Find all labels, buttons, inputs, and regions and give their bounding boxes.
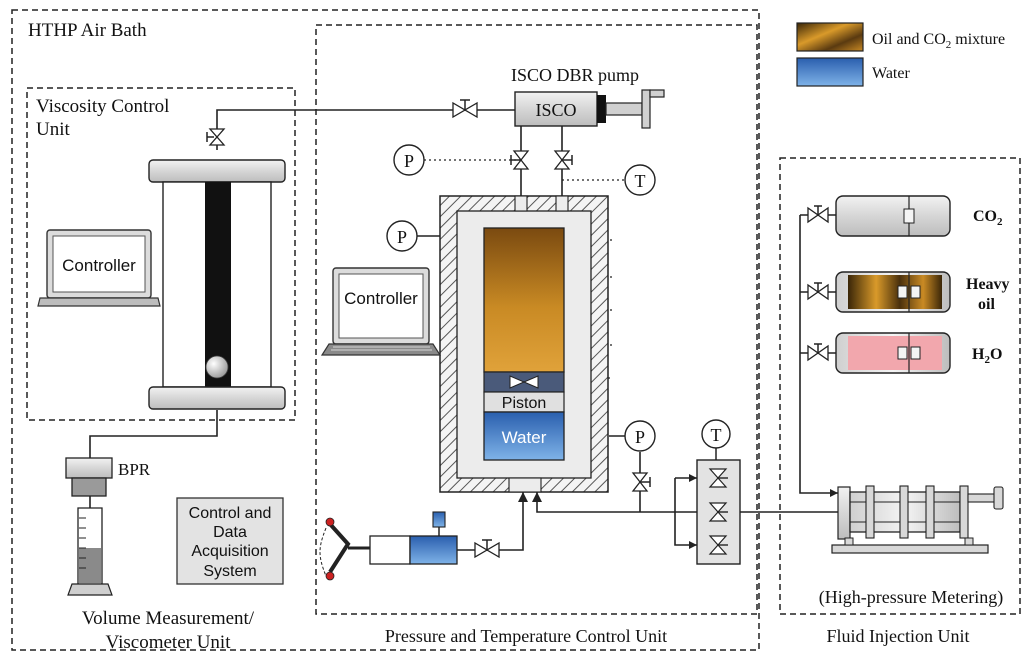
high-pressure-cell <box>439 195 609 493</box>
legend-oil-swatch <box>796 22 864 52</box>
controller-left-label: Controller <box>62 256 136 275</box>
co2-cylinder <box>835 195 951 237</box>
svg-text:T: T <box>711 425 722 445</box>
svg-text:P: P <box>635 427 645 447</box>
bpr-label: BPR <box>118 460 151 479</box>
pressure-temperature-unit-boundary <box>315 24 758 615</box>
volume-unit-title-line2: Viscometer Unit <box>106 632 232 653</box>
piston-label: Piston <box>502 395 546 412</box>
metering-label: (High-pressure Metering) <box>819 587 1003 608</box>
legend-oil-label: Oil and CO2 mixture <box>872 31 1005 51</box>
pressure-gauge-top: P <box>393 144 425 176</box>
cdas-line1: Control and <box>189 505 272 522</box>
manual-hand-pump <box>319 511 458 581</box>
pressure-gauge-right: P <box>624 420 656 452</box>
valve-isco-right <box>553 150 573 170</box>
valve-manifold <box>696 459 741 565</box>
heavy-oil-cylinder <box>835 271 951 313</box>
svg-text:T: T <box>635 171 646 191</box>
manifold-arrow-1 <box>689 474 697 482</box>
water-column <box>483 411 565 461</box>
arrow-up-right <box>532 492 542 502</box>
controller-center-label: Controller <box>344 289 418 308</box>
heavy-oil-label-line1: Heavy <box>966 276 1010 293</box>
valve-right-gauge <box>631 472 651 492</box>
control-data-acquisition-box <box>176 497 284 585</box>
piping <box>89 109 838 551</box>
valve-heavy-oil <box>807 282 829 301</box>
falling-ball <box>205 355 229 379</box>
fluid-unit-title: Fluid Injection Unit <box>827 626 970 646</box>
legend-water-label: Water <box>872 65 910 82</box>
legend-water-swatch <box>796 57 864 87</box>
falling-ball-viscometer <box>148 159 286 410</box>
valve-co2 <box>807 205 829 224</box>
water-cylinder <box>835 332 951 374</box>
pt-unit-title: Pressure and Temperature Control Unit <box>385 626 667 646</box>
cdas-line3: Acquisition <box>191 543 268 560</box>
high-pressure-metering-pump <box>831 485 1004 554</box>
heavy-oil-label-line2: oil <box>978 296 995 313</box>
arrow-up-left <box>518 492 528 502</box>
temperature-gauge-top: T <box>624 164 656 196</box>
isco-pump <box>514 89 665 129</box>
co2-label: CO2 <box>973 208 1003 228</box>
valve-viscometer <box>206 128 226 146</box>
cdas-line2: Data <box>213 524 247 541</box>
svg-text:P: P <box>397 227 407 247</box>
temperature-gauge-manifold: T <box>701 419 731 460</box>
valve-bottom-pump <box>474 539 500 559</box>
isco-pump-title: ISCO DBR pump <box>511 65 639 85</box>
graduated-cylinder <box>67 507 113 596</box>
svg-text:P: P <box>404 151 414 171</box>
viscosity-unit-title-line2: Unit <box>36 119 71 140</box>
fluid-injection-unit-boundary <box>779 157 1021 615</box>
h2o-label: H2O <box>972 346 1002 366</box>
air-bath-boundary <box>11 9 760 651</box>
back-pressure-regulator <box>65 457 113 497</box>
valve-isco-left <box>510 150 530 170</box>
cdas-line4: System <box>203 563 256 580</box>
controller-laptop-center <box>320 267 442 356</box>
controller-laptop-left <box>37 229 161 307</box>
volume-unit-title-line1: Volume Measurement/ <box>82 608 255 629</box>
viscosity-unit-title-line1: Viscosity Control <box>36 96 169 117</box>
pressure-gauge-left: P <box>386 220 418 252</box>
valve-top-line <box>452 99 478 119</box>
isco-label: ISCO <box>535 100 576 120</box>
manifold-arrow-2 <box>689 541 697 549</box>
oil-co2-mixture-column <box>483 227 565 373</box>
water-label: Water <box>502 428 547 447</box>
metering-inlet-arrow <box>830 489 838 497</box>
air-bath-title: HTHP Air Bath <box>28 20 147 41</box>
valve-h2o <box>807 343 829 362</box>
viscosity-control-unit-boundary <box>26 87 296 421</box>
